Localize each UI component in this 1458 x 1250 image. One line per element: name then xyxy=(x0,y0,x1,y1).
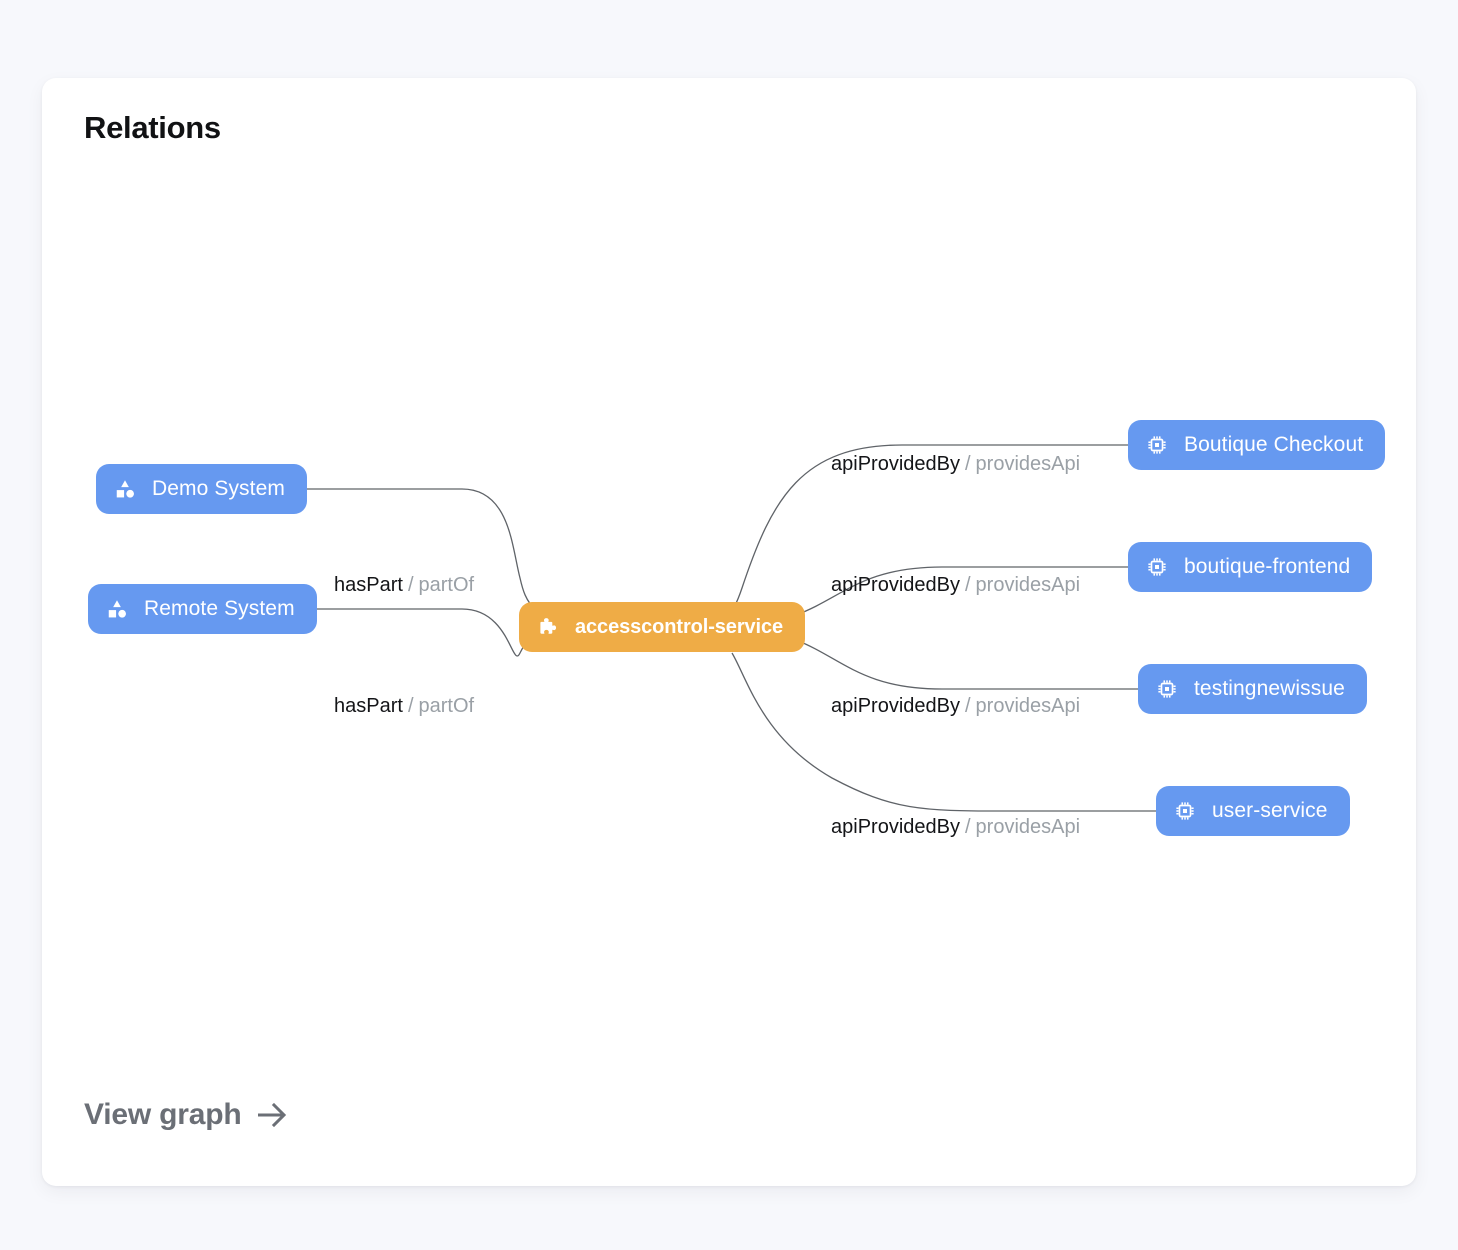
graph-node-remote-system[interactable]: Remote System xyxy=(88,584,317,634)
graph-node-boutique-frontend[interactable]: boutique-frontend xyxy=(1128,542,1373,592)
edge-label-reverse: partOf xyxy=(418,574,475,596)
edge-label-separator: / xyxy=(964,574,971,596)
edge-boutique-frontend xyxy=(795,566,1128,616)
graph-node-label: boutique-frontend xyxy=(1184,555,1351,578)
graph-node-accesscontrol-service[interactable]: accesscontrol-service xyxy=(519,602,806,652)
edge-label-reverse: partOf xyxy=(418,695,475,717)
cpu-icon xyxy=(1146,556,1168,578)
graph-node-label: accesscontrol-service xyxy=(575,615,784,638)
relations-card: Relations Demo Syst xyxy=(42,78,1416,1186)
edge-label-testingnewissue: apiProvidedBy/providesApi xyxy=(831,696,1080,716)
edge-label-separator: / xyxy=(964,453,971,475)
edge-label-boutique-frontend: apiProvidedBy/providesApi xyxy=(831,575,1080,595)
edge-label-reverse: providesApi xyxy=(975,816,1081,838)
edge-label-forward: hasPart xyxy=(334,574,403,596)
page-title: Relations xyxy=(84,110,221,145)
edge-label-separator: / xyxy=(964,695,971,717)
edge-label-separator: / xyxy=(407,695,414,717)
edge-label-reverse: providesApi xyxy=(975,574,1081,596)
view-graph-link[interactable]: View graph xyxy=(84,1098,289,1132)
graph-node-demo-system[interactable]: Demo System xyxy=(96,464,307,514)
puzzle-piece-icon xyxy=(537,616,559,638)
graph-node-label: testingnewissue xyxy=(1194,677,1345,700)
edge-label-boutique-checkout: apiProvidedBy/providesApi xyxy=(831,454,1080,474)
shapes-icon xyxy=(106,598,128,620)
graph-node-label: Boutique Checkout xyxy=(1184,433,1364,456)
cpu-icon xyxy=(1174,800,1196,822)
edge-label-reverse: providesApi xyxy=(975,695,1081,717)
graph-node-label: Demo System xyxy=(152,477,285,500)
edge-label-separator: / xyxy=(964,816,971,838)
edge-label-demo-system: hasPart/partOf xyxy=(334,575,474,595)
edge-label-reverse: providesApi xyxy=(975,453,1081,475)
cpu-icon xyxy=(1146,434,1168,456)
edge-testingnewissue xyxy=(795,639,1138,690)
relations-graph: Demo System Remote System accesscontrol-… xyxy=(42,78,1416,1186)
arrow-right-icon xyxy=(255,1100,289,1130)
edge-label-remote-system: hasPart/partOf xyxy=(334,696,474,716)
edge-label-user-service: apiProvidedBy/providesApi xyxy=(831,817,1080,837)
shapes-icon xyxy=(114,478,136,500)
edge-label-forward: apiProvidedBy xyxy=(831,574,960,596)
edge-user-service xyxy=(731,652,1156,812)
view-graph-label: View graph xyxy=(84,1098,242,1131)
graph-node-label: user-service xyxy=(1212,799,1328,822)
graph-node-testingnewissue[interactable]: testingnewissue xyxy=(1138,664,1367,714)
edge-label-forward: apiProvidedBy xyxy=(831,453,960,475)
cpu-icon xyxy=(1156,678,1178,700)
edge-label-forward: apiProvidedBy xyxy=(831,695,960,717)
graph-node-label: Remote System xyxy=(144,597,295,620)
graph-node-user-service[interactable]: user-service xyxy=(1156,786,1350,836)
edge-label-forward: apiProvidedBy xyxy=(831,816,960,838)
edge-label-separator: / xyxy=(407,574,414,596)
edge-label-forward: hasPart xyxy=(334,695,403,717)
graph-node-boutique-checkout[interactable]: Boutique Checkout xyxy=(1128,420,1386,470)
